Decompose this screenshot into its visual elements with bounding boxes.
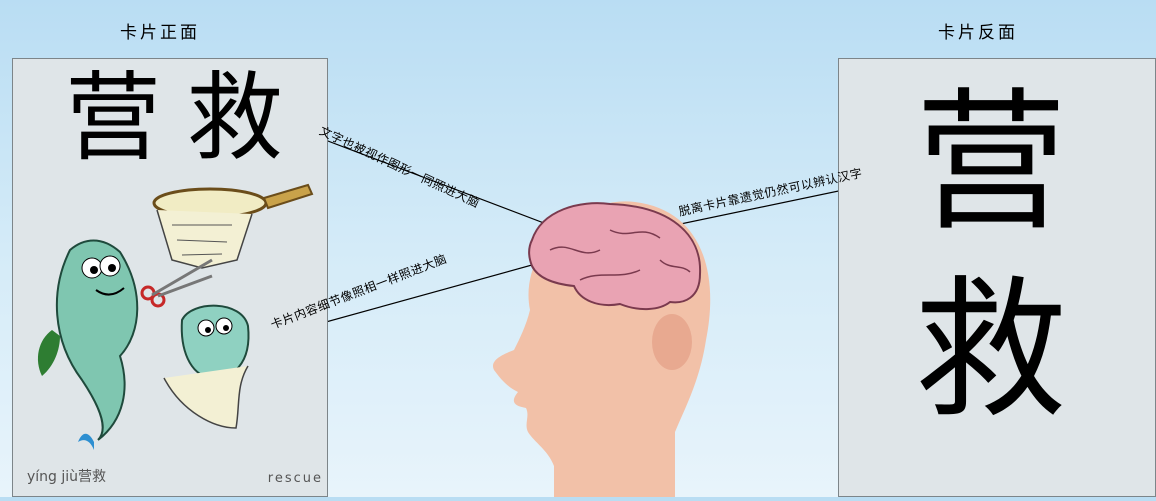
back-card-char-2: 救 <box>915 271 1067 431</box>
head-illustration <box>470 180 740 497</box>
back-card-char-1: 营 <box>915 83 1067 243</box>
front-card-pinyin: yíng jiù营救 <box>27 466 106 486</box>
fish-icon <box>38 241 137 451</box>
annotation-text-as-image: 文字也被视作图形一同照进大脑 <box>317 122 483 211</box>
front-card-english: rescue <box>268 471 323 486</box>
scissors-icon <box>142 260 212 306</box>
fish-in-net-icon <box>164 306 249 428</box>
back-card: 营 救 <box>838 58 1156 497</box>
front-card-hanzi: 营救 <box>65 59 309 177</box>
net-icon <box>154 185 312 268</box>
back-heading: 卡片反面 <box>938 18 1018 43</box>
front-heading: 卡片正面 <box>120 18 200 43</box>
